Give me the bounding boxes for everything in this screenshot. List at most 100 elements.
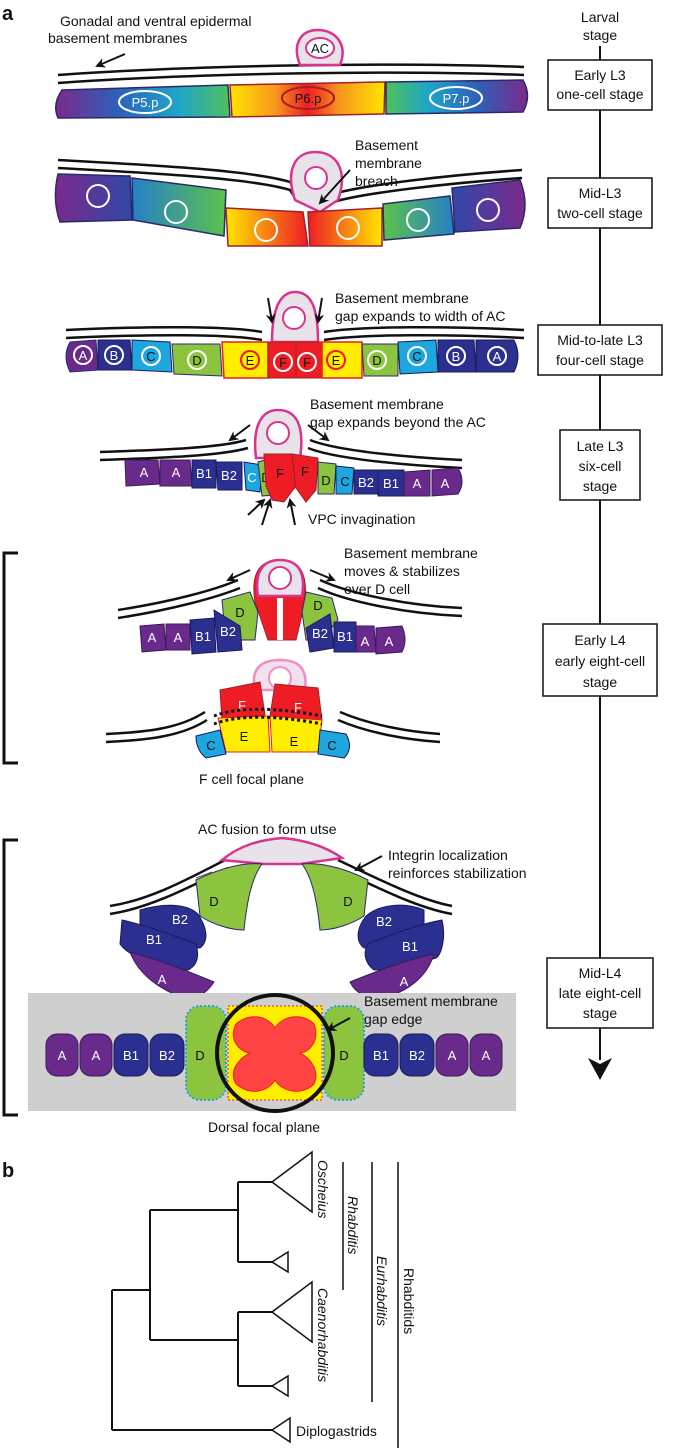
dorsal-plane-diagram: A A B1 B2 D D B1 B2 A A Basement membran… [28,993,516,1135]
label-c: C [412,349,421,364]
clade-triangle-diplogastrids [270,1416,291,1444]
cell-a [45,1033,79,1077]
vpc-nucleus [406,208,430,232]
stage-early-l3-line2: one-cell stage [556,86,643,102]
p7p-label: P7.p [443,91,470,106]
label-a: A [482,1048,491,1063]
ac-nucleus [266,421,290,445]
arrow-gap-left [265,297,276,324]
annotation-breach-line1: Basement [355,137,418,153]
cell-d [301,863,369,931]
label-e: E [290,734,299,749]
basement-membrane [65,325,263,334]
vpc-nucleus [164,200,188,224]
label-b: B [452,349,461,364]
bracket-early-l4 [2,551,18,765]
cell-b1 [191,459,217,489]
stage-early-l4-line2: early eight-cell [555,653,645,669]
cell-a [403,469,431,497]
clade-triangle-oscheius [270,1150,313,1214]
nucleus [240,350,260,370]
cell-a [165,623,191,651]
basement-membrane [109,858,226,908]
label-caenorhabditis: Caenorhabditis [315,1288,331,1382]
annotation-breach-line2: membrane [355,155,422,171]
p5p-nucleus [118,90,172,114]
cell-d [185,1005,227,1101]
label-f: F [294,700,302,715]
bm-dotted-outline [213,707,323,718]
clade-triangle-rhabditis [270,1250,289,1274]
basement-membrane [323,333,525,342]
basement-membrane [317,586,463,618]
cell-c [335,465,355,495]
label-a: A [385,634,394,649]
label-d: D [192,353,201,368]
label-c: C [206,738,215,753]
label-oscheius: Oscheius [315,1160,331,1218]
label-f: F [238,698,246,713]
label-d: D [321,473,330,488]
label-a: A [158,972,167,987]
f-plane-diagram: F F E E C C F cell focal plane [105,658,441,787]
basement-membrane [57,158,301,196]
nucleus [187,350,207,370]
cell-f [232,1016,317,1092]
stage6-diagram: AC fusion to form utse D D B2 B1 A B2 B1… [109,821,527,999]
arrow-invagination [247,498,266,516]
nucleus [326,350,346,370]
cell-f [291,453,319,503]
arrow-gap-right [307,424,330,442]
stage-early-l4-line1: Early L4 [574,632,626,648]
label-e: E [332,353,341,368]
label-a: A [92,1048,101,1063]
cell-c [243,461,263,493]
label-f: F [303,355,311,370]
basement-membrane [105,718,208,744]
bm-dotted-outline [213,715,323,726]
stage-early-l3-line1: Early L3 [574,67,626,83]
label-b2: B2 [358,475,374,490]
stage-box-mid-l3 [547,177,653,229]
ac-nucleus [305,37,335,59]
basement-membrane [309,438,463,462]
label-b2: B2 [409,1048,425,1063]
arrow-gap-right [314,297,325,324]
label-b1: B1 [373,1048,389,1063]
cell-b2 [213,609,243,653]
timeline-header-line1: Larval [581,9,619,25]
stage-mid-l4-line1: Mid-L4 [579,965,622,981]
cell-a [475,339,519,373]
annotation-integrin-line1: Integrin localization [388,847,508,863]
annotation-integrin-line2: reinforces stabilization [388,865,527,881]
stage4-diagram: A A B1 B2 C D F F D C B2 B1 A A VPC inva… [99,396,486,527]
annotation-f-plane: F cell focal plane [199,771,304,787]
arrow-integrin [354,855,383,871]
vpc-nuclei: A B C D E F F E D C B A [73,345,507,372]
annotation-dorsal: Dorsal focal plane [208,1119,320,1135]
label-b1: B1 [337,629,353,644]
label-f: F [279,355,287,370]
vpc-cell [54,173,133,223]
vpc-cell [307,207,383,247]
utse [218,836,346,866]
stage-mid-l3-line1: Mid-L3 [579,185,622,201]
stage-mid-to-late-l3-line2: four-cell stage [556,352,644,368]
label-a: A [361,634,370,649]
annotation-bm-line2: basement membranes [48,30,187,46]
panel-b-label: b [2,1160,14,1182]
label-a: A [79,348,88,363]
nucleus [141,346,161,366]
annotation-fusion: AC fusion to form utse [198,821,337,837]
label-b: B [110,348,119,363]
basement-membrane [99,438,247,454]
label-d: D [313,598,322,613]
label-a: A [148,630,157,645]
arrow-bm [95,53,126,68]
label-b1: B1 [123,1048,139,1063]
p5p-label: P5.p [132,95,159,110]
cell-a [431,467,463,497]
label-d: D [339,1048,348,1063]
timeline-header-line2: stage [583,27,617,43]
